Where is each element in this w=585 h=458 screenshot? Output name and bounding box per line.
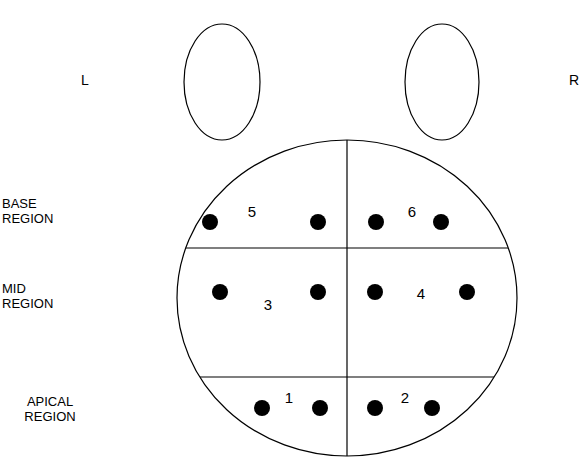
region-divider	[170, 247, 530, 248]
region-label: MID REGION	[2, 282, 72, 312]
site-dot	[312, 400, 328, 416]
region-label: APICAL REGION	[15, 395, 85, 425]
segment-number: 6	[408, 203, 416, 220]
side-label: R	[569, 72, 579, 88]
side-label: L	[81, 72, 89, 88]
site-dot	[368, 214, 384, 230]
region-label: BASE REGION	[2, 197, 72, 227]
region-divider	[170, 376, 530, 377]
site-dot	[424, 400, 440, 416]
segment-number: 1	[285, 389, 293, 406]
site-dot	[202, 214, 218, 230]
site-dot	[367, 400, 383, 416]
site-dot	[310, 214, 326, 230]
segment-number: 3	[264, 296, 272, 313]
site-dot	[254, 400, 270, 416]
segment-number: 5	[248, 203, 256, 220]
site-dot	[459, 284, 475, 300]
segment-number: 4	[417, 285, 425, 302]
segment-number: 2	[401, 389, 409, 406]
septum-divider	[346, 130, 347, 458]
site-dot	[433, 214, 449, 230]
right-atrium-outline	[405, 24, 479, 140]
site-dot	[367, 284, 383, 300]
site-dot	[310, 284, 326, 300]
left-atrium-outline	[184, 24, 260, 140]
site-dot	[212, 284, 228, 300]
